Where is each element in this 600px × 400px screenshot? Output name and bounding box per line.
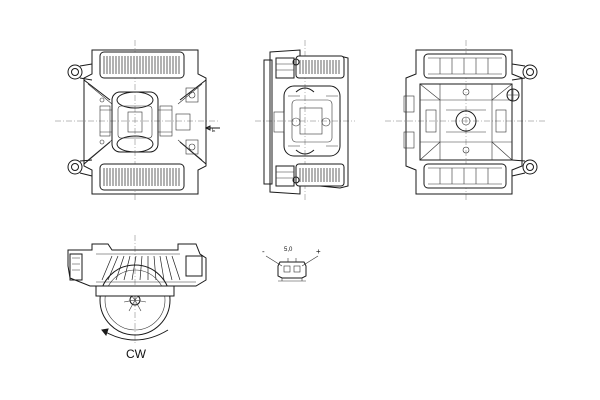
- mount-lug-bottom-left: [67, 159, 93, 177]
- mount-lug-top-left: [67, 63, 93, 81]
- front-fan-fins: [101, 255, 181, 281]
- plus-label: +: [316, 247, 321, 256]
- rotation-label: CW: [126, 347, 147, 361]
- minus-label: -: [262, 247, 265, 256]
- bottom-view: [385, 40, 545, 200]
- bottom-fan-fins: [103, 168, 180, 186]
- side-top-fins: [299, 60, 340, 74]
- front-view: CW: [67, 235, 207, 361]
- top-fan-fins: [103, 56, 180, 74]
- rotation-arrow: [101, 329, 169, 341]
- mount-lug-top-right: [511, 63, 538, 81]
- mount-lug-bottom-right: [511, 159, 538, 177]
- connector-label: 5,0: [284, 247, 293, 253]
- side-view: [255, 40, 355, 200]
- connector-detail: 5,0 - +: [262, 247, 321, 282]
- top-view: E: [55, 40, 220, 200]
- side-mark-label: E: [212, 128, 216, 134]
- side-bottom-fins: [299, 168, 340, 182]
